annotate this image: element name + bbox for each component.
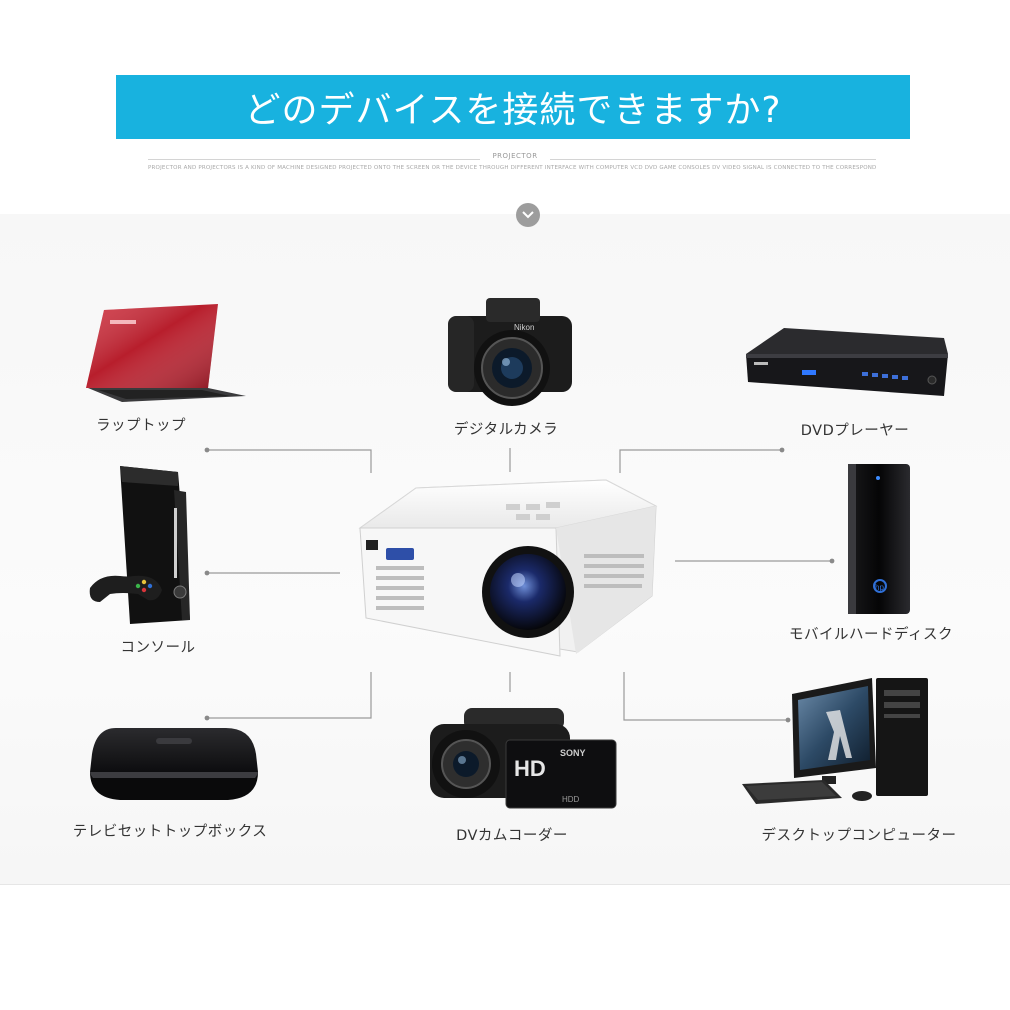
laptop-icon bbox=[86, 304, 246, 402]
label-laptop: ラップトップ bbox=[96, 418, 186, 434]
svg-text:SONY: SONY bbox=[560, 748, 586, 758]
label-tvbox: テレビセットトップボックス bbox=[72, 824, 268, 840]
label-camera: デジタルカメラ bbox=[453, 422, 559, 438]
link-desktop bbox=[623, 672, 788, 721]
svg-text:hp: hp bbox=[875, 583, 884, 592]
link-dvd bbox=[619, 449, 782, 473]
label-camcorder: DVカムコーダー bbox=[456, 828, 568, 844]
subtitle-text: PROJECTOR AND PROJECTORS IS A KIND OF MA… bbox=[148, 165, 876, 171]
label-desktop: デスクトップコンピューター bbox=[761, 828, 957, 844]
game-console-icon bbox=[89, 466, 190, 624]
label-hdd: モバイルハードディスク bbox=[789, 627, 953, 643]
set-top-box-icon bbox=[90, 728, 258, 800]
svg-text:HD: HD bbox=[514, 756, 546, 781]
hard-drive-icon: hp bbox=[848, 464, 910, 614]
chevron-down-icon[interactable] bbox=[516, 203, 540, 227]
svg-text:Nikon: Nikon bbox=[514, 323, 534, 332]
desktop-computer-icon bbox=[742, 678, 928, 804]
camcorder-icon: HD SONY HDD bbox=[430, 708, 617, 809]
projector-icon bbox=[358, 479, 658, 657]
link-laptop bbox=[207, 449, 372, 473]
page-title: どのデバイスを接続できますか? bbox=[116, 75, 910, 139]
label-dvd: DVDプレーヤー bbox=[800, 423, 910, 439]
subtitle-tag: PROJECTOR bbox=[480, 152, 550, 160]
svg-text:HDD: HDD bbox=[562, 795, 580, 804]
camera-icon: Nikon bbox=[448, 298, 572, 406]
link-tvbox bbox=[207, 672, 372, 719]
label-console: コンソール bbox=[120, 640, 196, 656]
dvd-player-icon bbox=[746, 328, 948, 396]
